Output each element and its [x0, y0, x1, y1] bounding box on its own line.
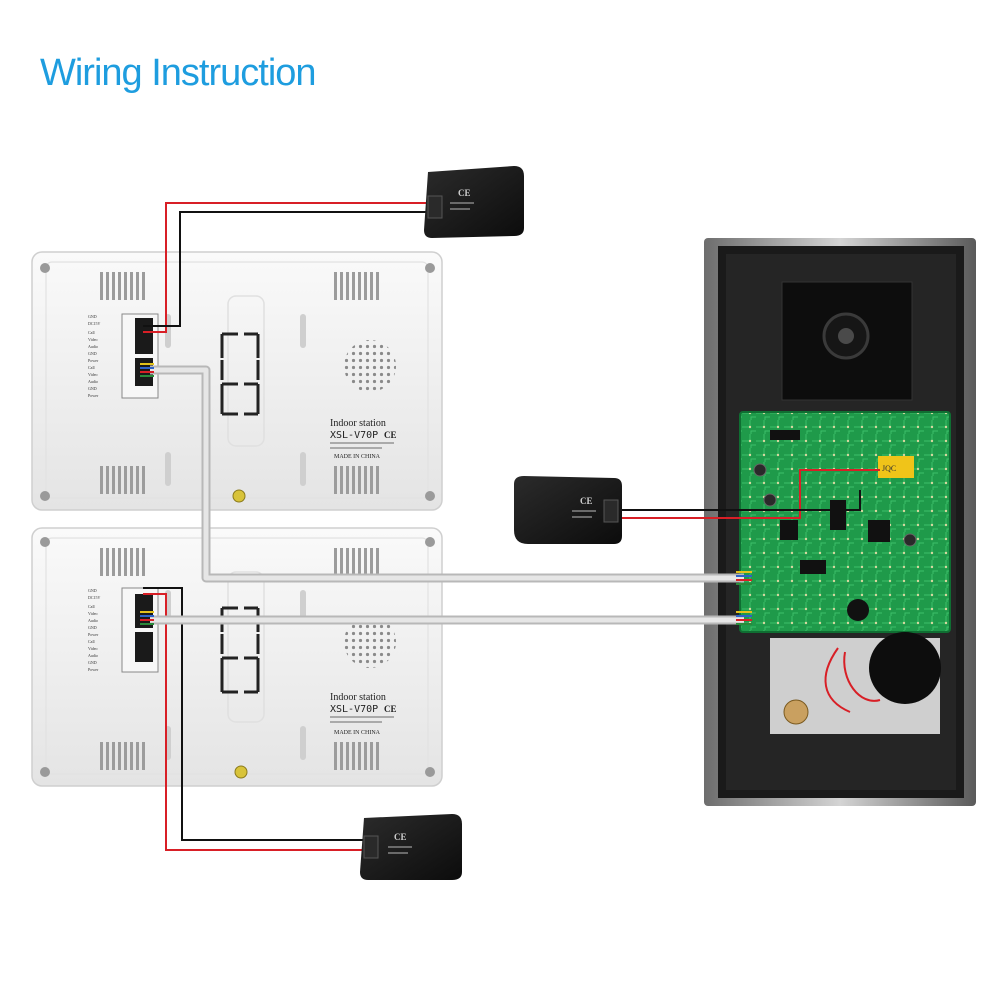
screw-icon	[40, 263, 50, 273]
svg-text:XSL-V70P: XSL-V70P	[330, 430, 378, 441]
svg-text:Call: Call	[88, 639, 96, 644]
power-adapter-2: CE	[514, 476, 622, 544]
svg-text:Call: Call	[88, 330, 96, 335]
pcb-chips	[770, 430, 890, 574]
outdoor-unit: JQC	[704, 238, 976, 806]
page-title: Wiring Instruction	[40, 52, 317, 94]
power-adapter-1: CE	[424, 166, 524, 238]
svg-text:Call: Call	[88, 604, 96, 609]
svg-text:Power: Power	[88, 667, 99, 672]
indoor-monitor-1: Indoor station XSL-V70P CE MADE IN CHINA…	[31, 251, 443, 511]
svg-text:Audio: Audio	[88, 379, 98, 384]
monitor-2-power-wires	[143, 587, 366, 851]
svg-text:GND: GND	[88, 386, 97, 391]
svg-text:Indoor station: Indoor station	[330, 692, 386, 703]
terminal-block: GND DC15V Call Video Audio GND Power Cal…	[88, 587, 159, 673]
svg-text:Video: Video	[88, 372, 98, 377]
svg-text:CE: CE	[394, 832, 407, 842]
svg-text:CE: CE	[580, 496, 593, 506]
svg-text:CE: CE	[384, 430, 397, 440]
svg-text:Video: Video	[88, 337, 98, 342]
svg-text:Audio: Audio	[88, 344, 98, 349]
svg-text:DC15V: DC15V	[88, 595, 101, 600]
monitor-1-power-wires	[143, 202, 428, 333]
vent-slots	[100, 548, 379, 770]
svg-text:Power: Power	[88, 358, 99, 363]
screw-icon	[40, 537, 50, 547]
speaker-grille-icon	[344, 616, 396, 668]
svg-text:GND: GND	[88, 660, 97, 665]
speaker-grille-icon	[344, 340, 396, 392]
screw-icon	[425, 491, 435, 501]
svg-text:Audio: Audio	[88, 618, 98, 623]
monitor-label: Indoor station XSL-V70P CE MADE IN CHINA	[330, 692, 397, 736]
svg-text:Power: Power	[88, 632, 99, 637]
buzzer-icon	[847, 599, 869, 621]
button-cutouts	[220, 606, 260, 694]
screw-icon	[425, 263, 435, 273]
svg-text:CE: CE	[384, 704, 397, 714]
svg-text:XSL-V70P: XSL-V70P	[330, 704, 378, 715]
svg-text:Power: Power	[88, 393, 99, 398]
svg-text:JQC: JQC	[882, 464, 896, 473]
svg-text:GND: GND	[88, 314, 97, 319]
indoor-monitor-2: Indoor station XSL-V70P CE MADE IN CHINA…	[31, 527, 443, 787]
wire-ends	[140, 363, 752, 625]
svg-text:Video: Video	[88, 611, 98, 616]
svg-text:GND: GND	[88, 351, 97, 356]
screw-icon	[40, 491, 50, 501]
signal-cable-monitor-1	[150, 365, 744, 583]
power-adapter-3: CE	[360, 814, 462, 880]
monitor-label: Indoor station XSL-V70P CE MADE IN CHINA	[330, 418, 397, 460]
svg-text:Video: Video	[88, 646, 98, 651]
capacitors	[753, 463, 917, 547]
svg-text:MADE IN CHINA: MADE IN CHINA	[334, 730, 381, 736]
screw-icon	[425, 767, 435, 777]
outdoor-power-wires	[622, 469, 880, 519]
button-cutouts	[220, 332, 260, 416]
svg-text:Audio: Audio	[88, 653, 98, 658]
svg-text:GND: GND	[88, 588, 97, 593]
svg-text:CE: CE	[458, 188, 471, 198]
vent-slots	[100, 272, 379, 494]
screw-icon	[425, 537, 435, 547]
svg-text:MADE IN CHINA: MADE IN CHINA	[334, 454, 381, 460]
svg-text:Indoor station: Indoor station	[330, 418, 386, 429]
svg-text:GND: GND	[88, 625, 97, 630]
svg-text:Call: Call	[88, 365, 96, 370]
svg-text:DC15V: DC15V	[88, 321, 101, 326]
screw-icon	[40, 767, 50, 777]
